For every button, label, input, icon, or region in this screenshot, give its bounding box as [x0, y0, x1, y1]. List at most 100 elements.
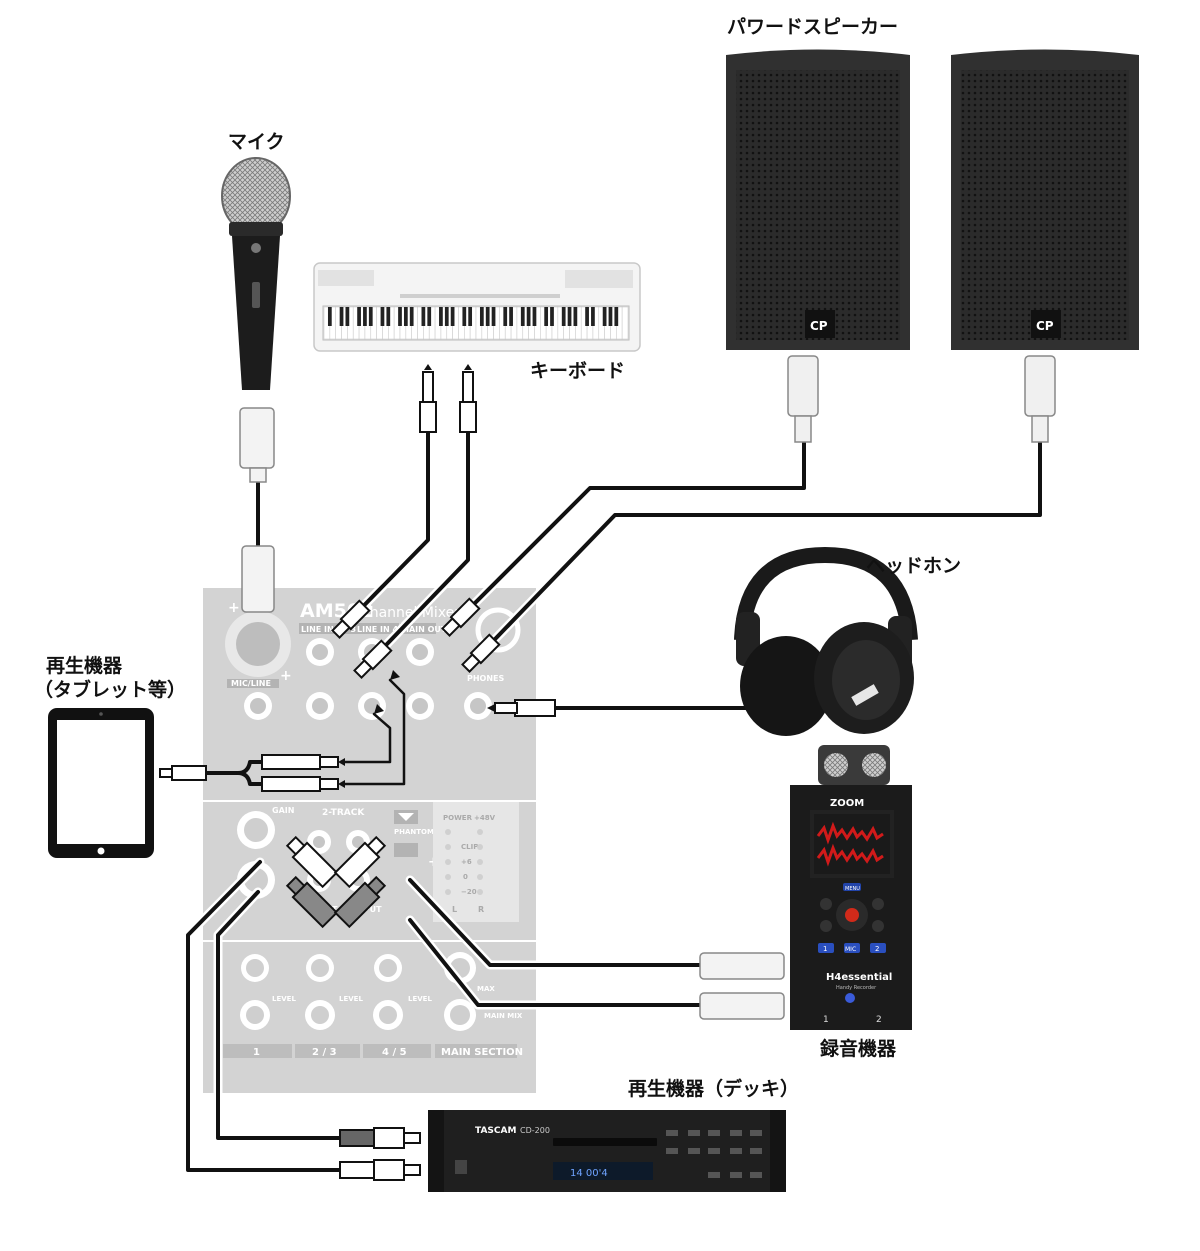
black-key [614, 307, 619, 326]
plus48v-label: +48V [474, 814, 496, 822]
speaker-right-xlr [1024, 355, 1056, 417]
speaker-left: CP [726, 49, 910, 350]
speaker-right: CP [951, 49, 1139, 350]
black-key [585, 307, 589, 326]
black-key [339, 307, 344, 326]
black-key [357, 307, 361, 326]
black-key [491, 307, 496, 326]
black-key [368, 307, 373, 326]
cables [183, 425, 1045, 1175]
recorder-input-1: 1 [823, 1015, 829, 1025]
microphone [221, 157, 291, 390]
black-key [544, 307, 549, 326]
tablet-arrow-l [343, 712, 392, 764]
mic-label: マイク [228, 131, 285, 153]
black-key [468, 307, 473, 326]
deck-label: 再生機器（デッキ） [628, 1078, 800, 1100]
main-mix-label: MAIN MIX [484, 1012, 523, 1020]
black-key [403, 307, 408, 326]
black-key [327, 307, 332, 326]
black-key [479, 307, 484, 326]
main-out-label: MAIN OUT [401, 625, 447, 634]
phantom-label: PHANTOM [394, 828, 434, 836]
meter-r: R [478, 905, 484, 914]
mixer: AM502 channel Mixer LINE IN 2 / 3 LINE I… [203, 588, 536, 1093]
speaker-left-cable [448, 438, 806, 630]
mixer-input-plugs [331, 597, 501, 679]
black-key [462, 307, 467, 326]
meter-minus20: −20 [461, 888, 477, 896]
black-key [550, 307, 554, 326]
recorder-cable-1 [408, 878, 702, 967]
two-track-label: 2-TRACK [322, 808, 365, 818]
black-key [345, 307, 350, 326]
speaker-right-logo: CP [1036, 319, 1054, 333]
cd-deck: TASCAM CD-200 14 00'4 [428, 1110, 786, 1192]
black-key [520, 307, 525, 326]
channel-1-label: 1 [253, 1047, 260, 1058]
black-key [509, 307, 513, 326]
keyboard-plugs [419, 364, 477, 433]
black-key [439, 307, 443, 326]
recorder-btn-mic: MIC [845, 946, 856, 953]
mixer-xlr-male [241, 545, 275, 613]
keyboard-label: キーボード [530, 360, 626, 382]
speaker-left-xlr [787, 355, 819, 417]
headphones [734, 546, 918, 736]
svg-text:+: + [280, 668, 292, 684]
recorder-model: H4essential [826, 972, 892, 983]
black-key [398, 307, 402, 326]
line-in-23-label: LINE IN 2 / 3 [301, 625, 356, 634]
recorder-btn-2: 2 [875, 945, 879, 953]
recorder-xlr-1 [699, 952, 785, 980]
black-key [591, 307, 595, 326]
deck-display: 14 00'4 [570, 1168, 608, 1179]
white-key [621, 306, 629, 340]
black-key [421, 307, 426, 326]
meter-l: L [452, 905, 457, 914]
black-key [363, 307, 367, 326]
black-key [427, 307, 432, 326]
black-key [608, 307, 613, 326]
power-label: POWER [443, 814, 473, 822]
deck-rca-2 [339, 1161, 375, 1179]
speaker-left-logo: CP [810, 319, 828, 333]
deck-cable-2 [186, 860, 342, 1172]
clip-label: CLIP [461, 843, 478, 851]
powered-speaker-label: パワードスピーカー [727, 16, 899, 38]
keyboard-cable-l [338, 428, 430, 632]
max-label: MAX [477, 985, 495, 993]
black-key [386, 307, 391, 326]
black-key [444, 307, 449, 326]
svg-text:+: + [228, 600, 240, 616]
recorder-xlr-2 [699, 992, 785, 1020]
tablet-mini-plug [171, 765, 207, 781]
deck-model: CD-200 [520, 1126, 550, 1135]
line-in-45-label: LINE IN 4 / 5 [357, 625, 413, 634]
headphones-label: ヘッドホン [866, 555, 962, 577]
recorder-sub: Handy Recorder [836, 985, 877, 991]
channel-23-label: 2 / 3 [312, 1047, 337, 1058]
black-key [561, 307, 566, 326]
deck-brand: TASCAM [475, 1126, 516, 1136]
black-key [450, 307, 455, 326]
deck-cable-1 [216, 890, 342, 1140]
tablet-arrow-r [343, 678, 406, 786]
tablet [48, 708, 154, 858]
speaker-right-cable [468, 438, 1042, 667]
recorder-cable-2 [408, 918, 702, 1007]
deck-rca-1 [339, 1129, 375, 1147]
recorder-brand: ZOOM [830, 798, 864, 809]
black-key [567, 307, 572, 326]
black-key [485, 307, 490, 326]
mic-line-label: MIC/LINE [231, 679, 271, 688]
black-key [573, 307, 578, 326]
meter-zero: 0 [463, 873, 468, 881]
black-key [526, 307, 531, 326]
keyboard [313, 262, 641, 352]
channel-45-label: 4 / 5 [382, 1047, 407, 1058]
tablet-label-line1: 再生機器 [46, 655, 123, 677]
level-label-3: LEVEL [408, 995, 432, 1003]
black-key [532, 307, 537, 326]
tablet-label-line2: （タブレット等） [34, 679, 187, 701]
